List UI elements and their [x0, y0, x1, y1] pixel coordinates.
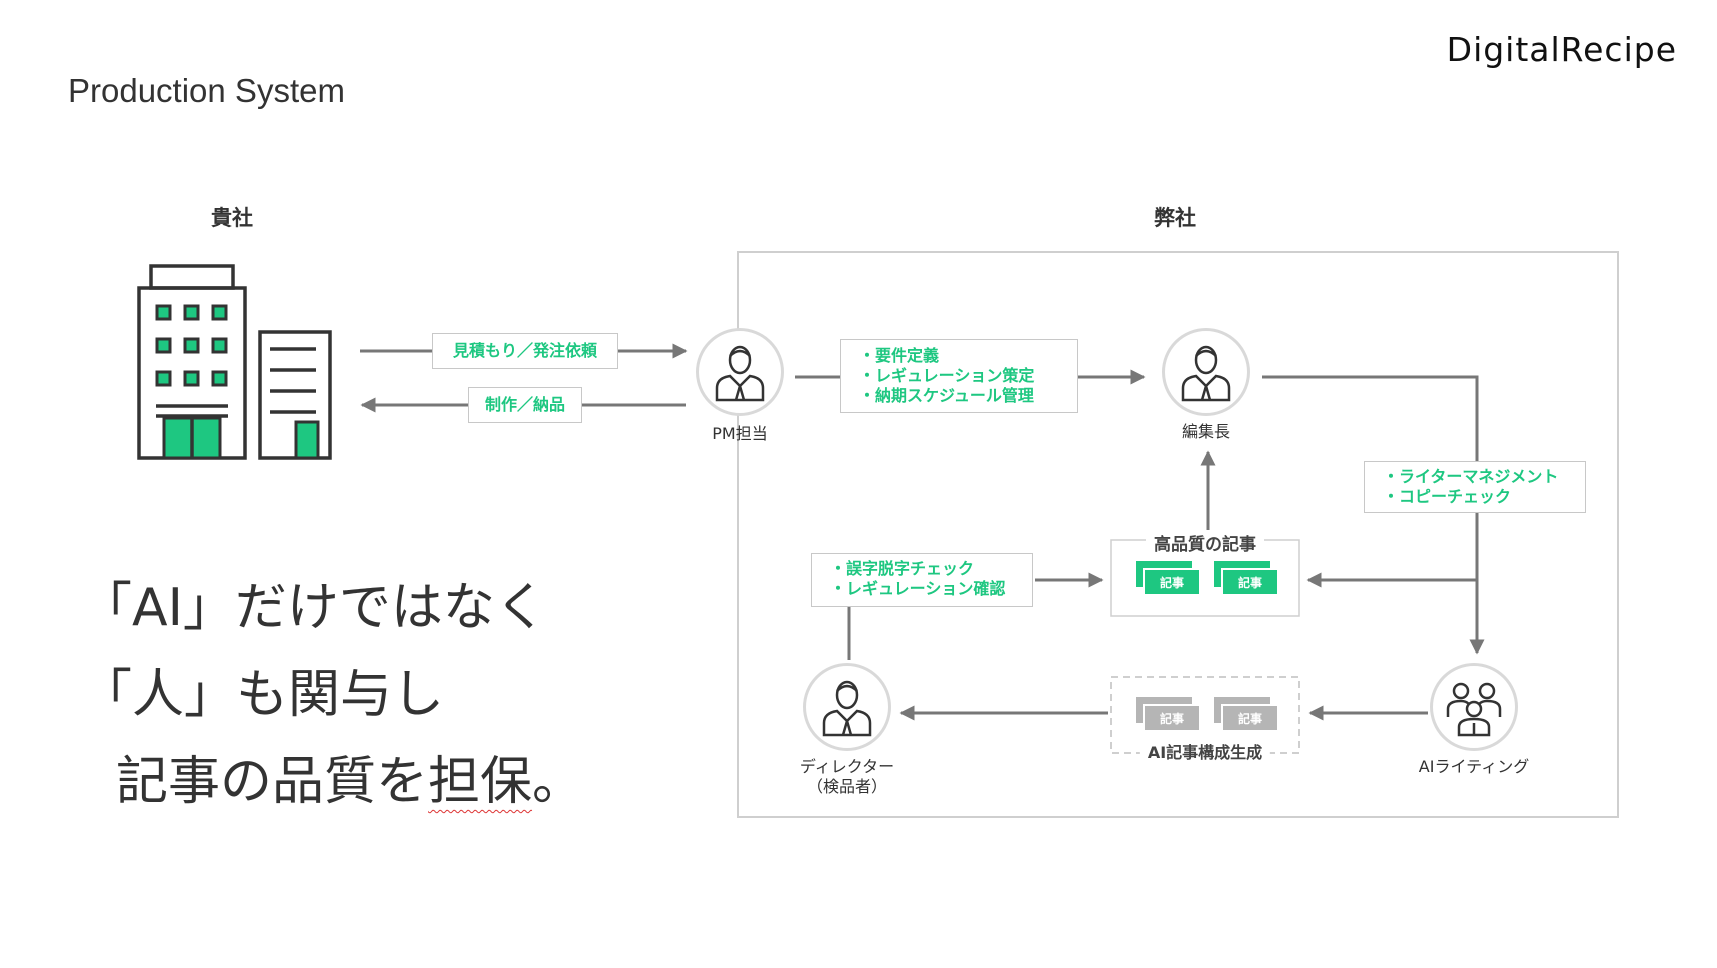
- headline-line-2: 「人」も関与し: [80, 665, 445, 725]
- director-label: ディレクター （検品者）: [799, 757, 895, 796]
- editor-tasks-box: ・ライターマネジメント ・コピーチェック: [1364, 461, 1586, 513]
- underlined-word: 担保: [428, 752, 533, 812]
- pm-label: PM担当: [712, 424, 768, 443]
- headline-line-1: 「AI」だけではなく: [80, 578, 547, 638]
- director-tasks-box: ・誤字脱字チェック ・レギュレーション確認: [811, 553, 1033, 607]
- ai-writing-node: [1430, 663, 1518, 751]
- delivery-label: 制作／納品: [468, 387, 582, 423]
- high-quality-articles-icon: [1136, 561, 1279, 596]
- client-buildings-icon: [137, 264, 332, 460]
- article-tag: 記事: [1237, 575, 1262, 590]
- group-people-icon: [1446, 682, 1502, 737]
- editor-label: 編集長: [1181, 422, 1231, 441]
- page-title: Production System: [68, 72, 345, 109]
- ai-articles-icon: [1136, 697, 1279, 732]
- person-icon: [822, 680, 872, 737]
- brand-logo: DigitalRecipe: [1446, 30, 1677, 69]
- article-tag: 記事: [1159, 575, 1184, 590]
- article-tag: 記事: [1159, 711, 1184, 726]
- order-request-label: 見積もり／発注依頼: [432, 333, 618, 369]
- company-label: 弊社: [1154, 206, 1196, 230]
- company-frame: [737, 251, 1619, 818]
- person-icon: [715, 345, 765, 402]
- editor-node: [1162, 328, 1250, 416]
- person-icon: [1181, 345, 1231, 402]
- ai-writing-label: AIライティング: [1418, 757, 1530, 776]
- high-quality-articles-title: 高品質の記事: [1146, 530, 1264, 555]
- pm-node: [696, 328, 784, 416]
- client-label: 貴社: [211, 206, 253, 230]
- pm-tasks-box: ・要件定義 ・レギュレーション策定 ・納期スケジュール管理: [840, 339, 1078, 413]
- headline-line-3: 記事の品質を担保。: [116, 752, 585, 812]
- director-node: [803, 663, 891, 751]
- ai-articles-title: AI記事構成生成: [1139, 739, 1271, 763]
- article-tag: 記事: [1237, 711, 1262, 726]
